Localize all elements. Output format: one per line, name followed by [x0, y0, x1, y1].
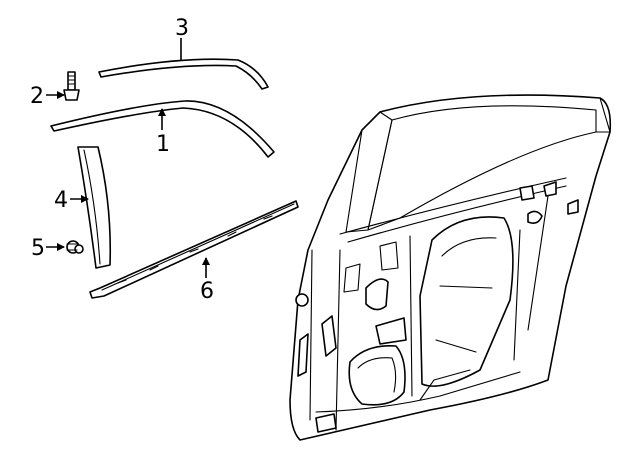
- part-4-applique: [77, 146, 112, 269]
- callout-6: 6: [200, 279, 214, 304]
- callout-1: 1: [156, 132, 170, 157]
- callout-2: 2: [30, 84, 44, 109]
- part-5-clip: [66, 240, 84, 254]
- callout-4: 4: [54, 188, 68, 213]
- callout-5: 5: [31, 236, 45, 261]
- part-1-molding: [50, 100, 275, 158]
- part-2-bolt: [63, 71, 80, 101]
- door-shell: [289, 94, 612, 441]
- callout-3: 3: [175, 16, 189, 41]
- part-3-molding: [98, 58, 269, 90]
- part-6-weatherstrip: [89, 200, 299, 299]
